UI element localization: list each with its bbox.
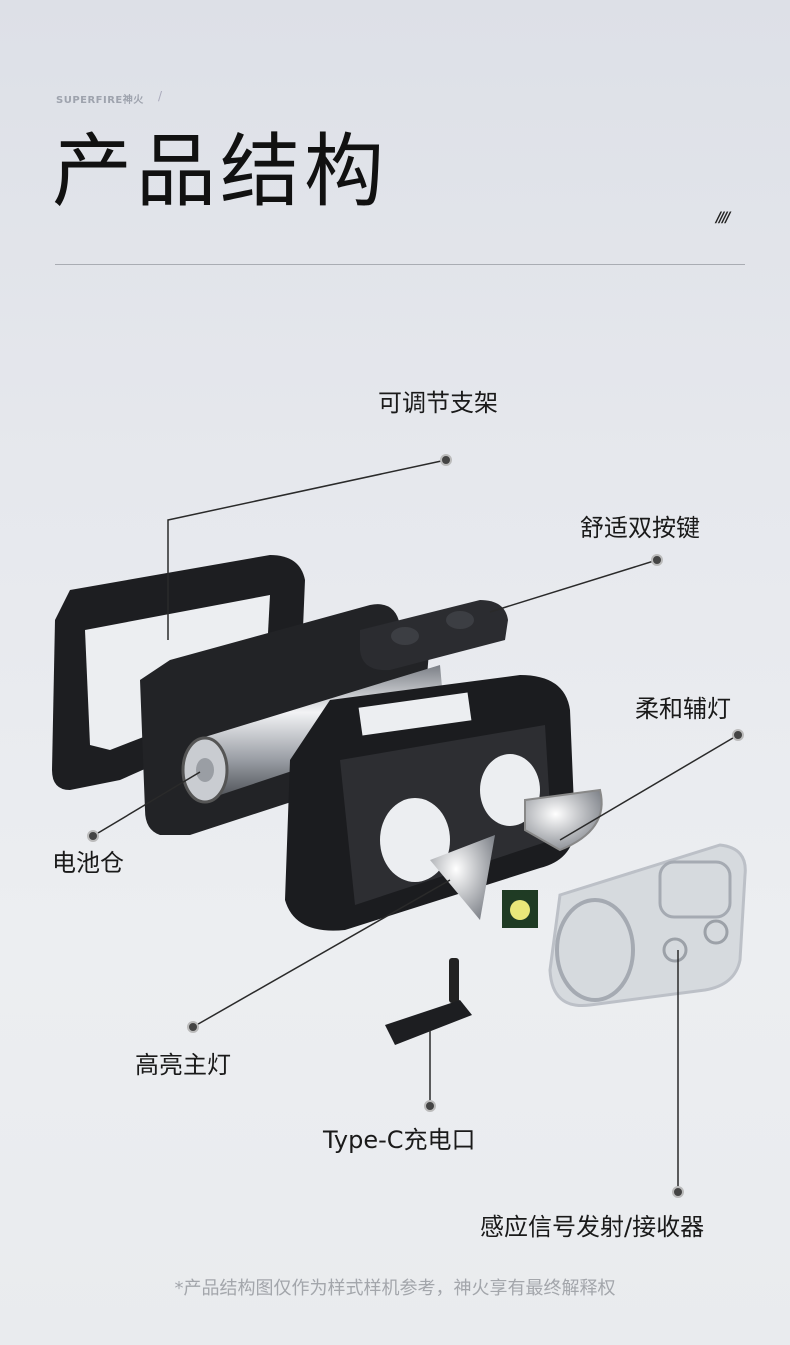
callout-dot — [732, 729, 744, 741]
leader-line-aux-light — [559, 734, 739, 841]
page-title: 产品结构 — [52, 125, 388, 218]
leader-line-main-light — [192, 879, 451, 1028]
brand-separator: / — [158, 89, 163, 103]
sensor-lens-part — [548, 843, 747, 1008]
callout-dot — [424, 1100, 436, 1112]
brand-logo: SUPERFIRE神火 — [56, 95, 144, 106]
led-chip — [502, 890, 538, 928]
divider — [55, 264, 745, 265]
label-adjustable-bracket: 可调节支架 — [378, 389, 498, 417]
label-battery-compartment: 电池仓 — [52, 849, 124, 877]
callout-dot — [87, 830, 99, 842]
aux-reflector — [524, 788, 603, 852]
leader-line-buttons — [489, 559, 658, 613]
callout-dot — [440, 454, 452, 466]
decorative-slashes: //// — [716, 210, 731, 226]
type-c-plug-part — [385, 958, 472, 1045]
callout-dot — [651, 554, 663, 566]
label-soft-aux-light: 柔和辅灯 — [635, 695, 731, 723]
disclaimer-footnote: *产品结构图仅作为样式样机参考，神火享有最终解释权 — [174, 1278, 616, 1299]
label-charging-port: Type-C充电口 — [323, 1126, 476, 1154]
leader-line-battery — [92, 771, 201, 837]
label-sensor: 感应信号发射/接收器 — [480, 1213, 705, 1241]
label-main-light: 高亮主灯 — [135, 1051, 231, 1079]
callout-dot — [672, 1186, 684, 1198]
leader-line-bracket — [167, 459, 447, 640]
button-part — [360, 600, 508, 671]
label-dual-buttons: 舒适双按键 — [580, 514, 700, 542]
callout-dot — [187, 1021, 199, 1033]
main-reflector — [430, 835, 495, 920]
